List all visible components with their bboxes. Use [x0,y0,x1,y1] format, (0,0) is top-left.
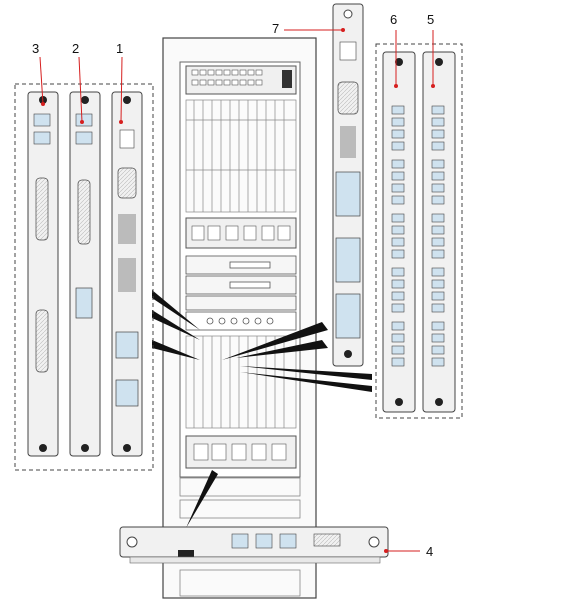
cabinet-base [179,477,301,597]
board-3 [27,91,59,457]
right-board-group [375,43,463,419]
callout-lines [39,28,435,553]
board-1 [111,91,143,457]
board-slots-upper [185,99,297,213]
board-6 [382,51,416,413]
middle-units [185,255,297,331]
power-row-upper [185,217,297,249]
pointer-wedges [152,290,372,528]
callout-6: 6 [390,12,397,27]
board-2 [69,91,101,457]
callout-5: 5 [427,12,434,27]
callout-2: 2 [72,41,79,56]
power-row-lower [185,435,297,469]
callout-4: 4 [426,544,433,559]
board-7 [332,3,364,367]
callout-3: 3 [32,41,39,56]
subrack-top [185,65,297,95]
left-board-group [14,83,154,471]
cabinet [162,37,317,599]
callout-7: 7 [272,21,279,36]
callout-1: 1 [116,41,123,56]
board-5 [422,51,456,413]
board-4 [119,526,389,564]
